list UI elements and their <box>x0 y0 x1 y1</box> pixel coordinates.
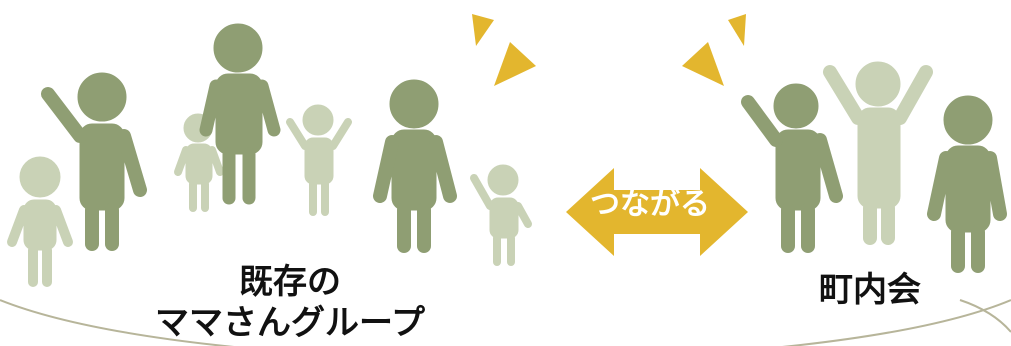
connect-label: つながる <box>590 187 710 222</box>
excitement-marks-left <box>472 14 536 86</box>
existing-label-line2: ママさんグループ <box>155 302 425 343</box>
double-arrow <box>566 168 748 256</box>
adult-figure <box>927 95 1007 273</box>
child-figure <box>7 156 73 287</box>
adult-figure <box>741 83 843 253</box>
child-figure <box>174 113 224 212</box>
existing-mothers-group-label: 既存の ママさんグループ <box>140 262 440 344</box>
adult-figure <box>199 23 281 205</box>
neighborhood-association-label: 町内会 <box>819 270 921 310</box>
ground-curve-right <box>959 299 1011 333</box>
existing-label-line1: 既存の <box>239 262 341 302</box>
ground-curve-left <box>0 299 1011 346</box>
excitement-marks-right <box>682 14 746 86</box>
child-figure <box>286 104 352 216</box>
adult-figure <box>373 79 457 253</box>
adult-figure <box>823 61 933 245</box>
adult-figure <box>41 72 147 251</box>
child-figure <box>470 164 532 266</box>
